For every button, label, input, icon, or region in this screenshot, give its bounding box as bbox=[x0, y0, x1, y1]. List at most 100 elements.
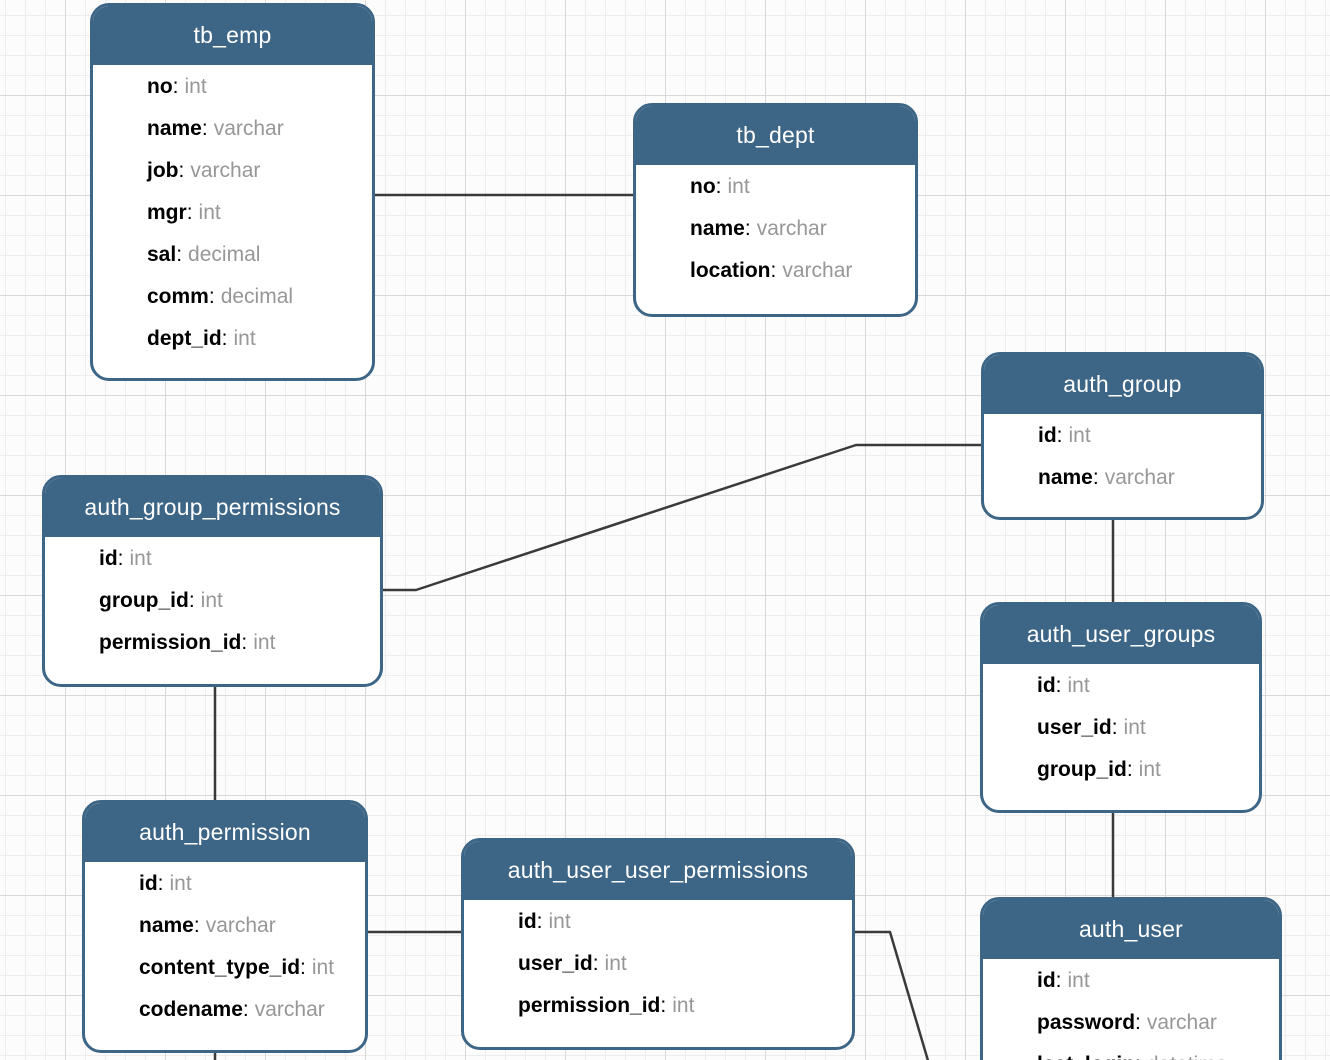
field-type: int bbox=[1068, 424, 1091, 447]
field-row: last_login:datetime bbox=[983, 1044, 1279, 1060]
field-row: id:int bbox=[983, 960, 1279, 1002]
field-type: varchar bbox=[190, 159, 261, 182]
field-row: dept_id:int bbox=[93, 318, 372, 360]
field-name: id bbox=[518, 910, 537, 933]
field-separator: : bbox=[1092, 466, 1099, 489]
field-separator: : bbox=[744, 217, 751, 240]
field-name: mgr bbox=[147, 201, 187, 224]
field-name: permission_id bbox=[518, 994, 661, 1017]
field-row: password:varchar bbox=[983, 1002, 1279, 1044]
field-name: name bbox=[690, 217, 745, 240]
field-type: int bbox=[129, 547, 152, 570]
field-separator: : bbox=[157, 872, 164, 895]
field-row: name:varchar bbox=[636, 208, 915, 250]
field-separator: : bbox=[188, 589, 195, 612]
field-type: int bbox=[548, 910, 571, 933]
field-name: group_id bbox=[99, 589, 189, 612]
field-name: sal bbox=[147, 243, 177, 266]
field-name: no bbox=[690, 175, 716, 198]
field-row: user_id:int bbox=[464, 943, 852, 985]
field-type: int bbox=[1123, 716, 1146, 739]
entity-title[interactable]: auth_permission bbox=[85, 803, 365, 862]
field-name: group_id bbox=[1037, 758, 1127, 781]
field-row: sal:decimal bbox=[93, 234, 372, 276]
field-name: name bbox=[147, 117, 202, 140]
field-separator: : bbox=[1055, 969, 1062, 992]
field-row: group_id:int bbox=[45, 580, 380, 622]
field-type: varchar bbox=[213, 117, 284, 140]
field-type: int bbox=[233, 327, 256, 350]
field-type: varchar bbox=[205, 914, 276, 937]
field-type: int bbox=[672, 994, 695, 1017]
entity-title[interactable]: auth_group bbox=[984, 355, 1261, 414]
field-name: permission_id bbox=[99, 631, 242, 654]
field-separator: : bbox=[660, 994, 667, 1017]
field-type: int bbox=[1067, 969, 1090, 992]
field-type: int bbox=[604, 952, 627, 975]
field-type: int bbox=[184, 75, 207, 98]
field-name: codename bbox=[139, 998, 243, 1021]
field-name: dept_id bbox=[147, 327, 222, 350]
entity-title[interactable]: auth_user_groups bbox=[983, 605, 1259, 664]
field-separator: : bbox=[193, 914, 200, 937]
field-name: comm bbox=[147, 285, 209, 308]
field-type: int bbox=[311, 956, 335, 979]
field-name: name bbox=[1038, 466, 1093, 489]
field-separator: : bbox=[536, 910, 543, 933]
field-separator: : bbox=[1111, 716, 1118, 739]
field-name: user_id bbox=[518, 952, 593, 975]
field-separator: : bbox=[300, 956, 306, 979]
field-separator: : bbox=[172, 75, 179, 98]
field-name: last_login bbox=[1037, 1053, 1135, 1060]
field-type: int bbox=[1138, 758, 1161, 781]
field-separator: : bbox=[241, 631, 248, 654]
entity-title[interactable]: tb_dept bbox=[636, 106, 915, 165]
field-separator: : bbox=[770, 259, 777, 282]
field-row: id:int bbox=[984, 415, 1261, 457]
field-name: id bbox=[1037, 969, 1056, 992]
field-type: varchar bbox=[782, 259, 853, 282]
field-separator: : bbox=[208, 285, 215, 308]
field-row: id:int bbox=[464, 901, 852, 943]
field-separator: : bbox=[176, 243, 183, 266]
field-type: datetime bbox=[1147, 1053, 1228, 1060]
field-row: no:int bbox=[93, 66, 372, 108]
field-separator: : bbox=[117, 547, 124, 570]
relationship-line-auth_user_user_permissions-to-off-canvas[interactable] bbox=[854, 930, 930, 1060]
field-type: int bbox=[198, 201, 221, 224]
entity-field-list: id:intpassword:varcharlast_login:datetim… bbox=[983, 959, 1279, 1060]
entity-title[interactable]: auth_user bbox=[983, 900, 1279, 959]
field-name: job bbox=[147, 159, 179, 182]
field-type: int bbox=[253, 631, 276, 654]
entity-title[interactable]: tb_emp bbox=[93, 6, 372, 65]
field-type: varchar bbox=[254, 998, 325, 1021]
field-separator: : bbox=[186, 201, 193, 224]
field-row: id:int bbox=[85, 863, 365, 905]
field-row: name:varchar bbox=[984, 457, 1261, 499]
relationship-line-auth_group_permissions-to-auth_group[interactable] bbox=[383, 443, 981, 592]
field-row: permission_id:int bbox=[45, 622, 380, 664]
field-separator: : bbox=[1135, 1011, 1141, 1034]
entity-auth_user[interactable]: auth_userid:intpassword:varcharlast_logi… bbox=[980, 897, 1282, 1060]
field-separator: : bbox=[201, 117, 208, 140]
field-row: mgr:int bbox=[93, 192, 372, 234]
field-row: comm:decimal bbox=[93, 276, 372, 318]
entity-title[interactable]: auth_user_user_permissions bbox=[464, 841, 852, 900]
field-row: id:int bbox=[45, 538, 380, 580]
field-type: int bbox=[169, 872, 192, 895]
entity-title[interactable]: auth_group_permissions bbox=[45, 478, 380, 537]
field-separator: : bbox=[1056, 424, 1063, 447]
